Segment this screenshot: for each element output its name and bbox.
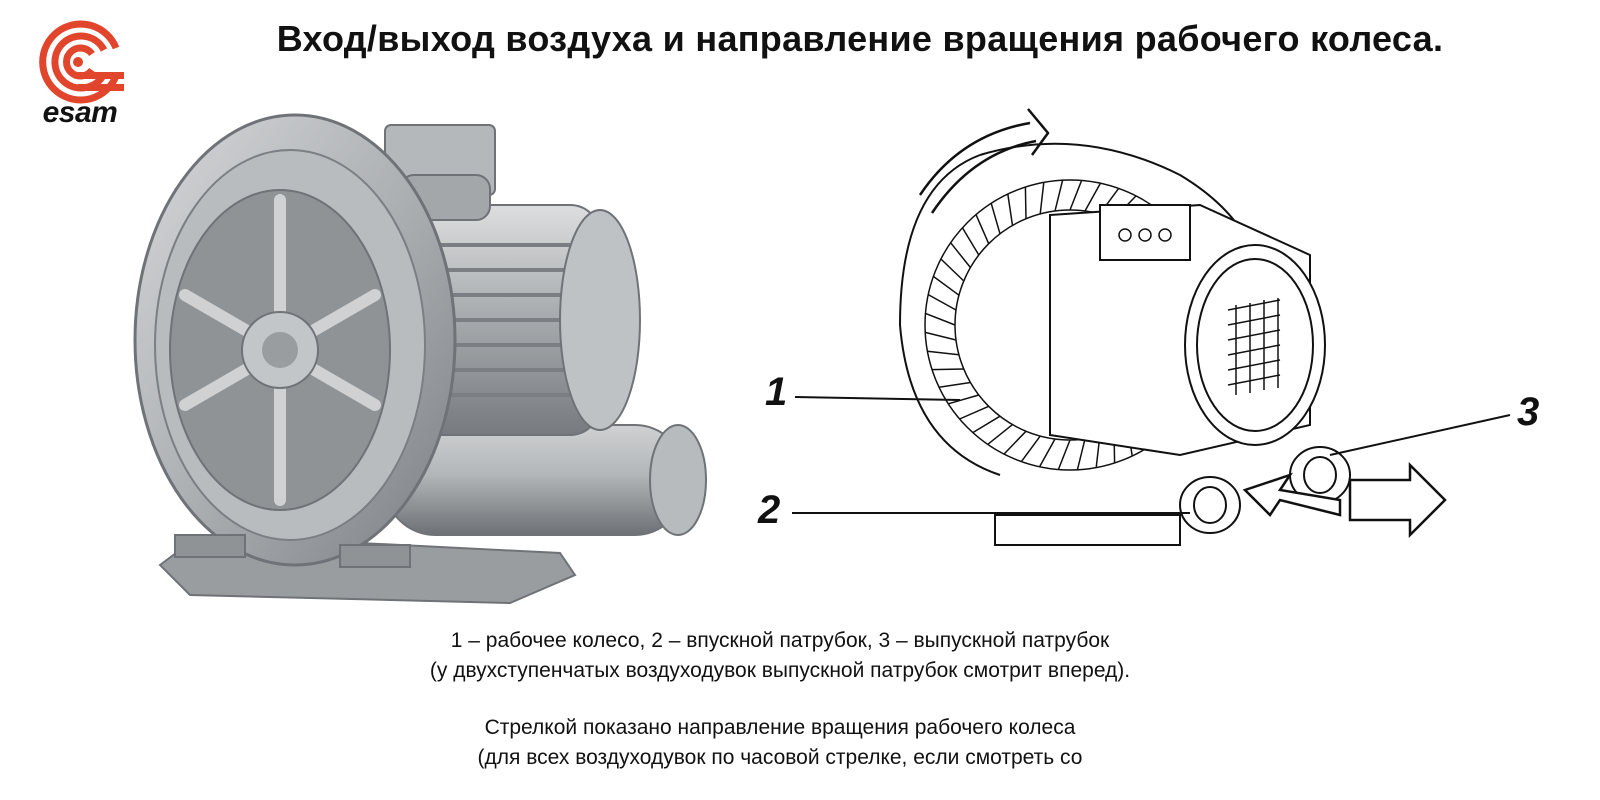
logo-text: esam [42,96,118,129]
impeller-blade [1038,438,1056,468]
esam-logo: esam [30,14,130,130]
impeller-blade [959,405,989,420]
impeller-blade [975,214,990,244]
impeller-blade [1076,438,1086,470]
impeller-blade [925,331,957,341]
impeller-blade [1003,430,1027,455]
impeller-blade [1084,182,1102,212]
impeller-blade [1057,439,1071,470]
callout-1: 1 [765,370,788,414]
impeller-blade [1024,186,1027,219]
caption-line-1: 1 – рабочее колесо, 2 – впускной патрубо… [450,629,1110,652]
impeller-blade [987,424,1013,445]
impeller-blade [950,242,971,268]
impeller-blade [948,394,980,405]
caption-line-3: Стрелкой показано направление вращения р… [484,716,1076,739]
blower-photo [130,95,730,620]
caption-line-2: (у двухступенчатых воздуходувок выпускно… [429,659,1131,682]
impeller-blade [932,275,960,296]
caption-line-4: (для всех воздуходувок по часовой стрелк… [477,746,1083,769]
inlet-arrow [1242,472,1342,517]
impeller-blade [925,312,956,326]
impeller-blade [940,258,965,282]
leader-line-3 [1329,414,1511,456]
endcap-grid [1227,298,1281,395]
impeller-blade [1039,182,1045,214]
impeller-blade [1007,193,1014,226]
inlet-pipe [1179,476,1241,534]
blower-diagram [750,95,1580,595]
callout-2: 2 [758,488,781,532]
callout-3: 3 [1517,390,1540,434]
impeller-blade [990,203,1001,235]
impeller-blade [1054,180,1064,212]
page-title: Вход/выход воздуха и направление вращени… [276,18,1444,59]
impeller-blade [938,381,971,388]
impeller-blade [972,415,1001,434]
impeller-blade [931,368,964,371]
outlet-arrow [1348,461,1447,539]
leader-line-1 [794,396,961,401]
impeller-blade [1069,180,1083,211]
impeller-blade [961,227,980,256]
impeller-blade [927,350,959,356]
esam-logo-mark [39,20,124,104]
rotation-arrow [918,121,1031,196]
impeller-blade [927,293,957,311]
impeller-blade [1020,435,1041,463]
